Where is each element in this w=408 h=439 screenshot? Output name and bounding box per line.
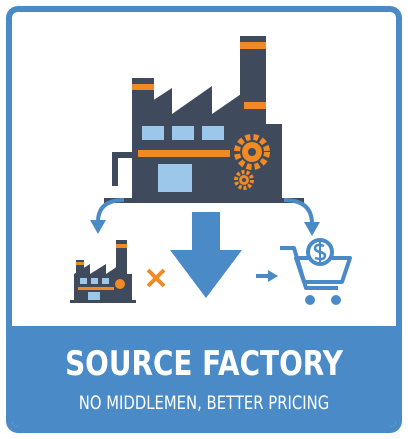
factory-icon — [112, 36, 282, 198]
illustration — [70, 36, 352, 305]
shopping-cart-icon — [280, 238, 352, 305]
small-factory-icon — [70, 240, 136, 303]
cross-icon — [146, 268, 166, 288]
gear-icon — [234, 134, 270, 190]
card-frame: SOURCE FACTORY NO MIDDLEMEN, BETTER PRIC… — [6, 6, 402, 433]
banner-title: SOURCE FACTORY — [65, 344, 343, 384]
title-banner: SOURCE FACTORY NO MIDDLEMEN, BETTER PRIC… — [12, 326, 396, 427]
dollar-coin-icon — [306, 238, 334, 266]
banner-subtitle: NO MIDDLEMEN, BETTER PRICING — [78, 392, 330, 414]
down-arrow-icon — [170, 212, 242, 298]
